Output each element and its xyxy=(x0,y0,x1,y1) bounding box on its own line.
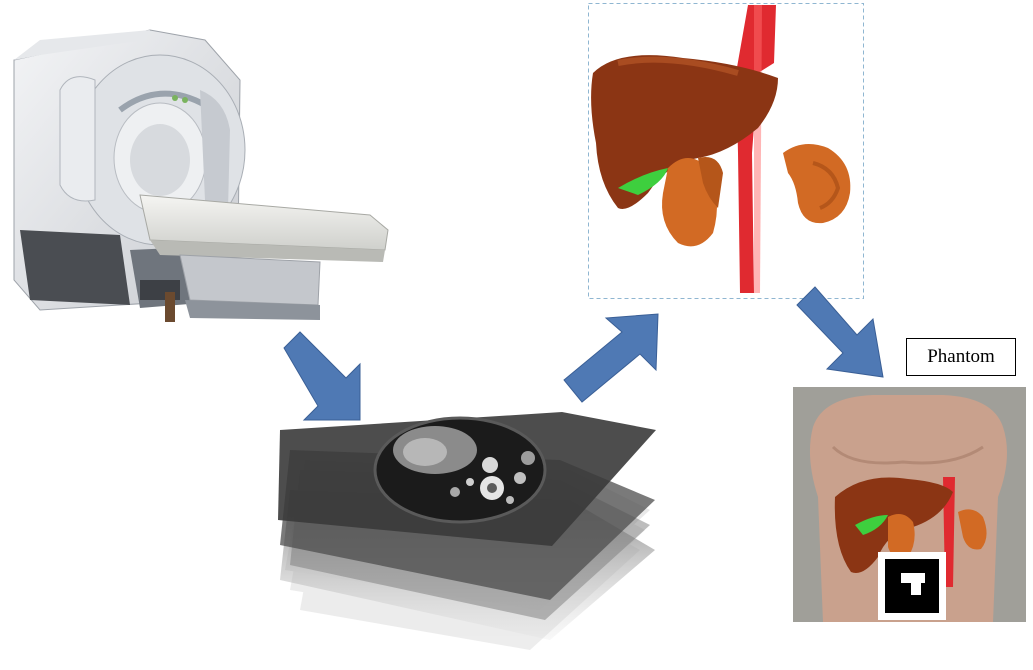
mri-scanner-image xyxy=(0,0,390,330)
organ-model-image xyxy=(588,3,864,299)
flow-arrow xyxy=(560,310,660,405)
phantom-label: Phantom xyxy=(906,338,1016,376)
flow-arrow xyxy=(795,283,890,383)
phantom-photo-image xyxy=(793,387,1026,622)
